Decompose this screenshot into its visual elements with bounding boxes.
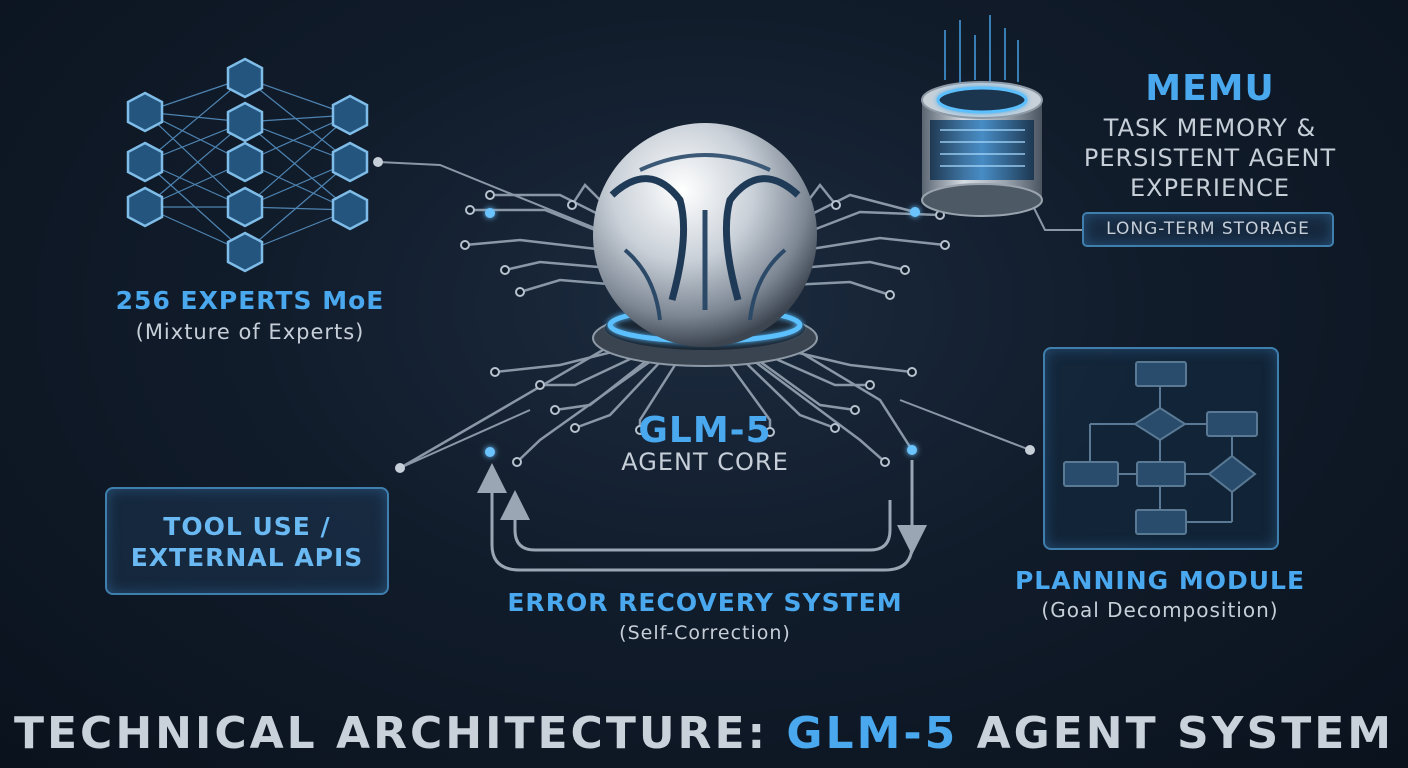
glowing-nodes	[485, 207, 920, 457]
error-recovery-loop	[477, 460, 927, 572]
error-recovery-subtitle: (Self-Correction)	[619, 622, 791, 644]
planning-title: PLANNING MODULE	[1014, 566, 1306, 595]
memory-cylinder-icon	[921, 15, 1043, 217]
error-recovery-title: ERROR RECOVERY SYSTEM	[507, 588, 903, 617]
memu-line-2: PERSISTENT AGENT	[1083, 144, 1337, 172]
agent-core-sphere	[592, 123, 818, 367]
page-title: TECHNICAL ARCHITECTURE: GLM-5 AGENT SYST…	[0, 708, 1408, 759]
moe-expert-nodes	[126, 57, 369, 273]
circuit-nodes	[460, 190, 950, 467]
storage-label: LONG-TERM STORAGE	[1106, 219, 1310, 239]
tools-line-1: TOOL USE /	[163, 512, 331, 541]
memu-line-3: EXPERIENCE	[1129, 174, 1291, 202]
title-suffix: AGENT SYSTEM	[958, 708, 1395, 759]
core-subtitle: AGENT CORE	[621, 448, 789, 476]
storage-badge	[1082, 212, 1334, 247]
tools-panel	[105, 487, 389, 595]
planning-subtitle: (Goal Decomposition)	[1041, 598, 1279, 622]
connector-endpoints	[373, 157, 1035, 473]
memu-line-1: TASK MEMORY &	[1103, 114, 1317, 142]
core-title: GLM-5	[638, 410, 772, 451]
module-connectors	[377, 161, 1082, 469]
planning-panel	[1043, 347, 1279, 550]
memu-title: MEMU	[1145, 68, 1275, 109]
moe-subtitle: (Mixture of Experts)	[135, 320, 365, 344]
tools-line-2: EXTERNAL APIS	[130, 543, 364, 572]
title-prefix: TECHNICAL ARCHITECTURE:	[13, 708, 787, 759]
title-accent: GLM-5	[786, 708, 959, 759]
moe-title: 256 EXPERTS MoE	[115, 286, 385, 315]
